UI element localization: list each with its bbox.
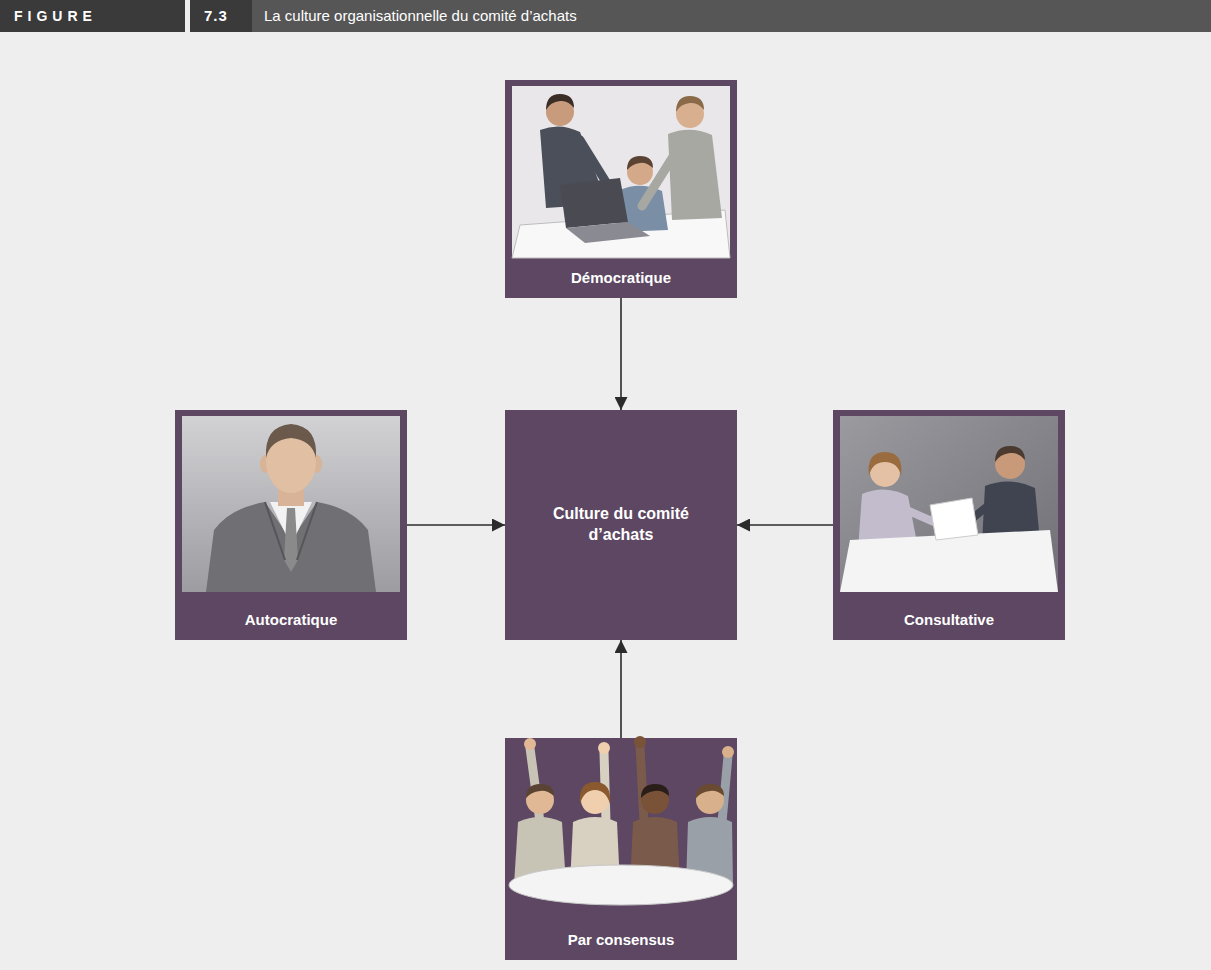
- vote-illustration: [509, 736, 734, 905]
- manager-portrait: [182, 416, 400, 592]
- consultation-illustration: [840, 416, 1058, 592]
- arrow-connector: [407, 524, 505, 526]
- figure-tag: FIGURE: [0, 0, 185, 32]
- arrow-connector: [620, 298, 622, 410]
- meeting-illustration: [512, 86, 730, 258]
- style-box: Démocratique: [505, 80, 737, 298]
- arrow-connector: [620, 640, 622, 738]
- style-box: Par consensus: [505, 738, 737, 960]
- style-label: Consultative: [904, 610, 994, 630]
- style-label: Démocratique: [571, 268, 671, 288]
- arrow-connector: [737, 524, 833, 526]
- style-label: Par consensus: [568, 930, 675, 950]
- figure-title: La culture organisationnelle du comité d…: [252, 0, 1211, 32]
- central-label: Culture du comité d’achats: [521, 504, 721, 546]
- figure-number: 7.3: [190, 0, 252, 32]
- central-box: Culture du comité d’achats: [505, 410, 737, 640]
- style-box: Autocratique: [175, 410, 407, 640]
- style-box: Consultative: [833, 410, 1065, 640]
- style-label: Autocratique: [245, 610, 338, 630]
